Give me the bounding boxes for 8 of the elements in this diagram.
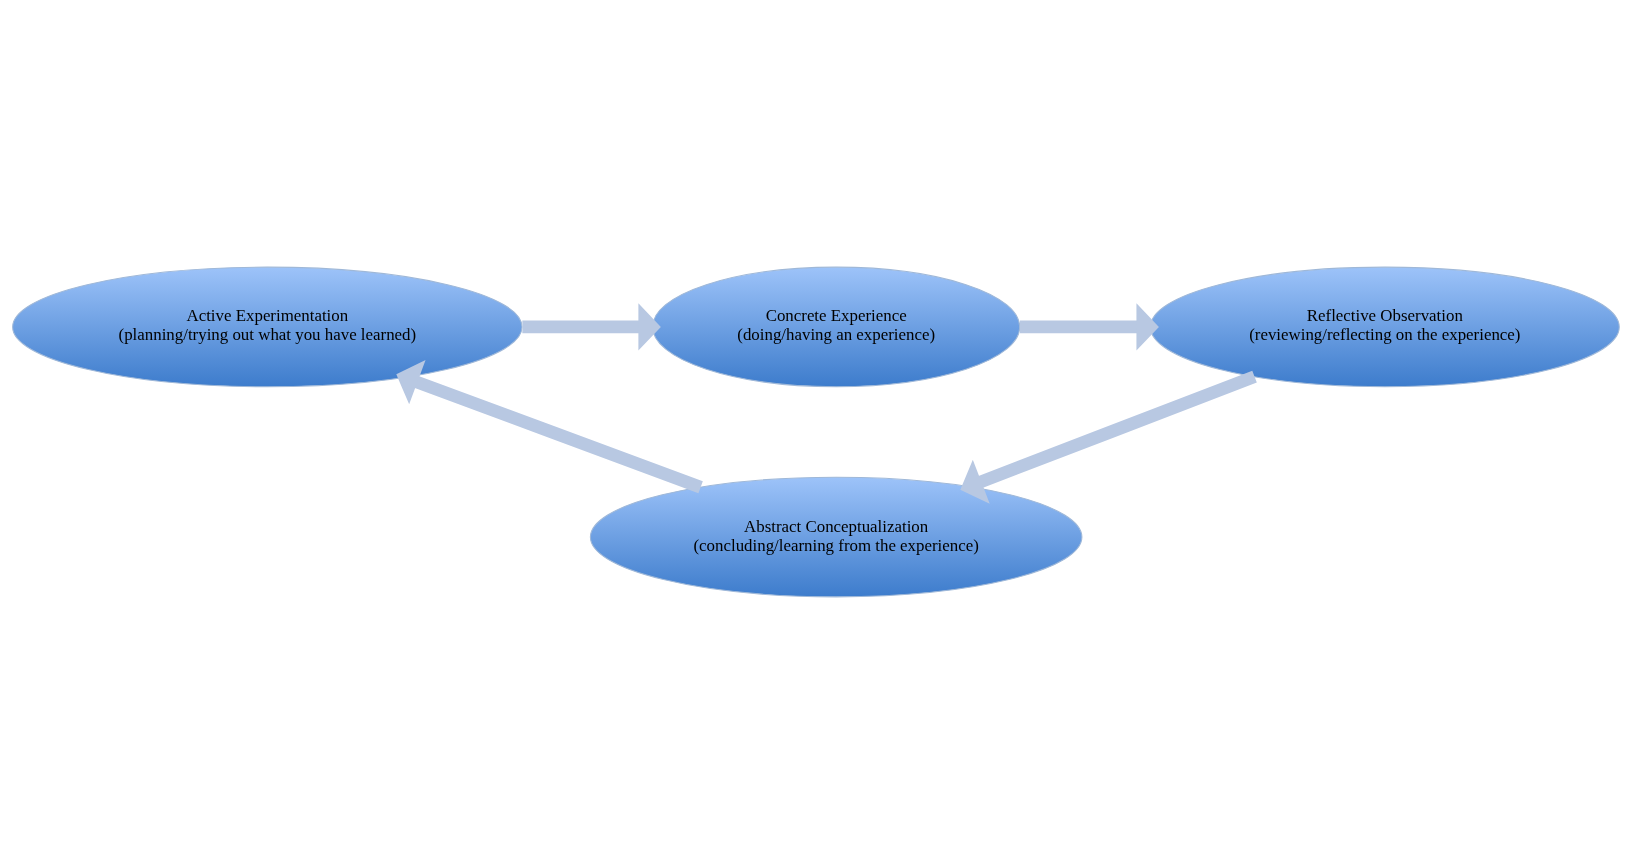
arrow xyxy=(960,370,1257,504)
arrow xyxy=(522,303,661,351)
arrow xyxy=(1019,303,1159,351)
node-ellipse: Concrete Experience (doing/having an experience) xyxy=(652,266,1021,388)
arrow xyxy=(396,360,703,494)
node-ellipse: Active Experimentation (planning/trying out what you have learned) xyxy=(12,266,523,388)
node-ellipse: Reflective Observation (reviewing/reflecting on the experience) xyxy=(1149,266,1620,388)
node-ellipse: Abstract Conceptualization (concluding/learning from the experience) xyxy=(589,476,1083,598)
